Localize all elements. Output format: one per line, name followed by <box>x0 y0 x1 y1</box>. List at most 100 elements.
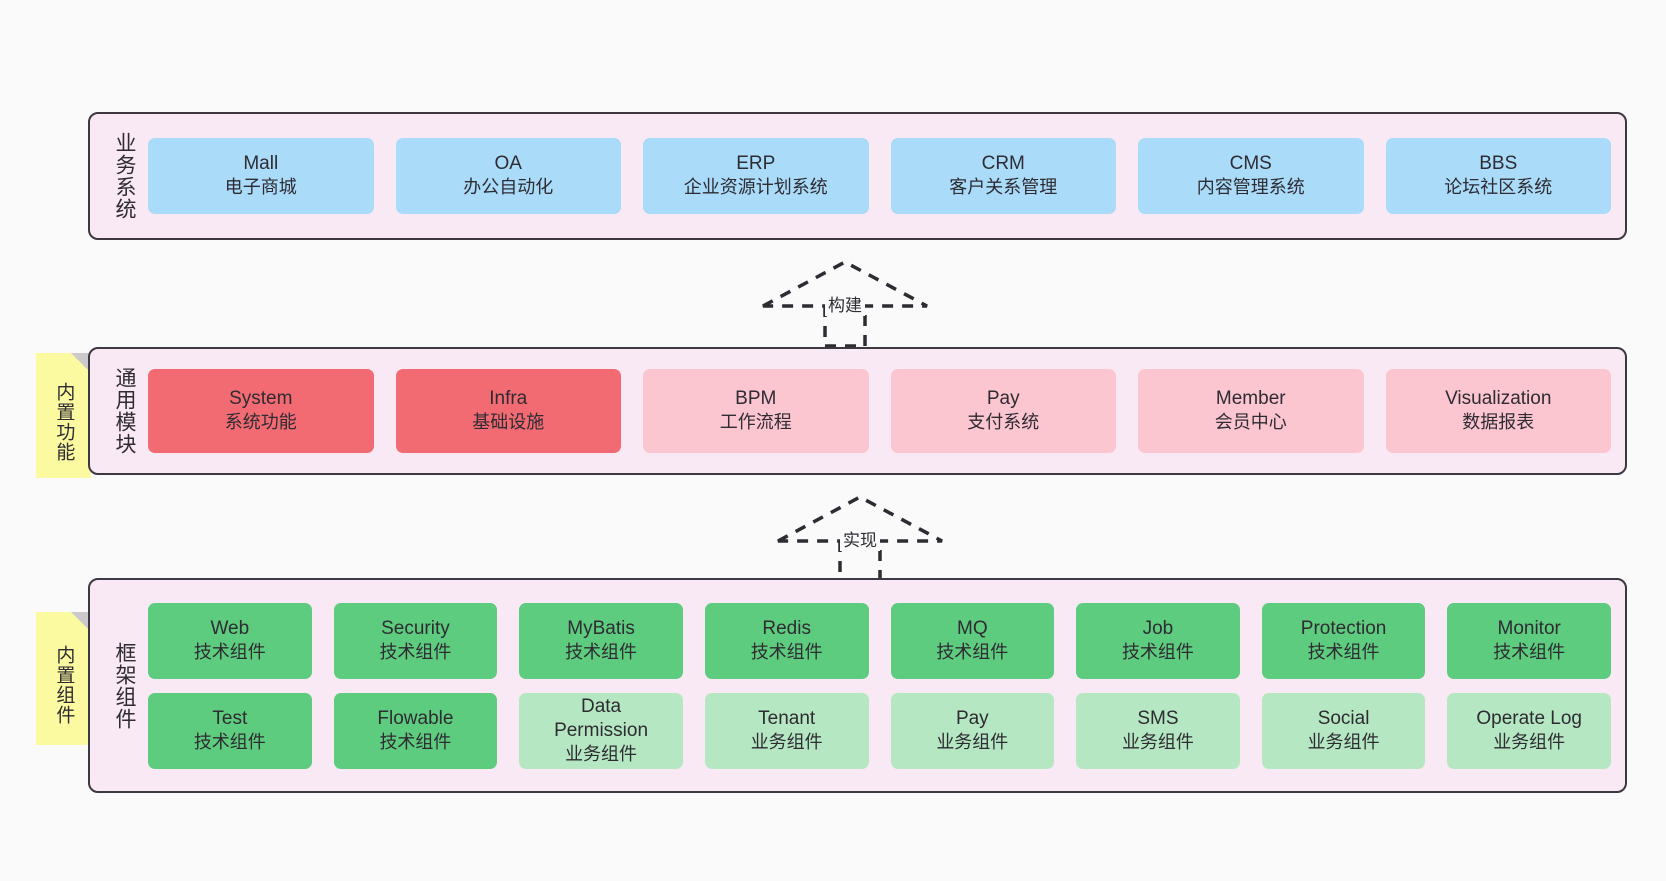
node-title-en: System <box>229 388 293 410</box>
sticky-note-label: 内置组件 <box>53 644 76 725</box>
node-title-en: ERP <box>736 153 776 175</box>
node-title-cn: 技术组件 <box>193 731 266 753</box>
node-title-en: Protection <box>1300 617 1387 639</box>
node-title-cn: 数据报表 <box>1462 412 1535 434</box>
connector-label-implement: 实现 <box>843 531 877 551</box>
node-title-en: CRM <box>981 153 1025 175</box>
node-data-permission[interactable]: Data Permission 业务组件 <box>519 692 683 769</box>
folded-corner-icon <box>71 353 91 373</box>
node-mq[interactable]: MQ 技术组件 <box>890 602 1055 679</box>
node-job[interactable]: Job 技术组件 <box>1076 602 1240 679</box>
node-title-en: Redis <box>762 617 811 639</box>
node-title-en: Flowable <box>377 707 454 729</box>
node-crm[interactable]: CRM 客户关系管理 <box>890 138 1116 214</box>
node-title-cn: 办公自动化 <box>463 177 554 199</box>
node-title-cn: 技术组件 <box>750 641 823 663</box>
node-title-cn: 会员中心 <box>1214 412 1287 434</box>
connector-label-build: 构建 <box>828 296 862 316</box>
layer-body-framework: Web 技术组件 Security 技术组件 MyBatis 技术组件 Redi… <box>142 580 1625 791</box>
connector-stem <box>838 541 882 583</box>
node-social[interactable]: Social 业务组件 <box>1261 692 1426 769</box>
node-title-cn: 业务组件 <box>1121 731 1194 753</box>
layer-body-modules: System 系统功能 Infra 基础设施 BPM 工作流程 Pay 支付系统… <box>142 349 1625 473</box>
node-oa[interactable]: OA 办公自动化 <box>395 138 621 214</box>
node-title-cn: 业务组件 <box>565 743 638 765</box>
node-sms[interactable]: SMS 业务组件 <box>1076 692 1240 769</box>
node-title-en: Web <box>210 617 250 639</box>
layer-common-modules[interactable]: 通用模块 System 系统功能 Infra 基础设施 BPM 工作流程 Pay… <box>88 347 1627 475</box>
node-title-cn: 技术组件 <box>379 731 452 753</box>
node-web[interactable]: Web 技术组件 <box>148 602 312 679</box>
connector-stem <box>823 306 867 348</box>
node-title-cn: 技术组件 <box>1307 641 1380 663</box>
sticky-note-label: 内置功能 <box>53 381 76 462</box>
node-title-en: BPM <box>735 388 777 410</box>
node-title-en: BBS <box>1479 153 1518 175</box>
node-flowable[interactable]: Flowable 技术组件 <box>333 692 498 769</box>
node-visualization[interactable]: Visualization 数据报表 <box>1385 369 1611 453</box>
node-title-en: Job <box>1142 617 1174 639</box>
sticky-note-builtin-component[interactable]: 内置组件 <box>36 612 91 745</box>
node-erp[interactable]: ERP 企业资源计划系统 <box>643 138 869 214</box>
layer-body-business: Mall 电子商城 OA 办公自动化 ERP 企业资源计划系统 CRM 客户关系… <box>142 114 1625 238</box>
node-title-cn: 企业资源计划系统 <box>683 177 828 199</box>
node-monitor[interactable]: Monitor 技术组件 <box>1447 602 1611 679</box>
layer-business-system[interactable]: 业务系统 Mall 电子商城 OA 办公自动化 ERP 企业资源计划系统 CRM… <box>88 112 1627 240</box>
node-title-en: Visualization <box>1445 388 1552 410</box>
node-bbs[interactable]: BBS 论坛社区系统 <box>1385 138 1611 214</box>
node-mybatis[interactable]: MyBatis 技术组件 <box>519 602 683 679</box>
node-title-en: SMS <box>1137 707 1179 729</box>
node-title-en: Social <box>1317 707 1370 729</box>
node-test[interactable]: Test 技术组件 <box>148 692 312 769</box>
node-title-en: Member <box>1215 388 1286 410</box>
node-title-cn: 工作流程 <box>719 412 792 434</box>
node-bpm[interactable]: BPM 工作流程 <box>643 369 869 453</box>
node-row: System 系统功能 Infra 基础设施 BPM 工作流程 Pay 支付系统… <box>148 369 1611 453</box>
node-cms[interactable]: CMS 内容管理系统 <box>1138 138 1364 214</box>
node-infra[interactable]: Infra 基础设施 <box>395 369 621 453</box>
node-title-cn: 电子商城 <box>224 177 297 199</box>
node-title-en: OA <box>494 153 522 175</box>
layer-title-modules: 通用模块 <box>113 367 137 455</box>
node-mall[interactable]: Mall 电子商城 <box>148 138 374 214</box>
node-title-cn: 基础设施 <box>472 412 545 434</box>
node-title-en: Infra <box>489 388 528 410</box>
connector-build: 构建 <box>755 258 935 348</box>
node-title-en: MQ <box>957 617 988 639</box>
node-title-cn: 技术组件 <box>565 641 638 663</box>
node-member[interactable]: Member 会员中心 <box>1138 369 1364 453</box>
layer-title-framework: 框架组件 <box>113 641 137 730</box>
node-title-cn: 业务组件 <box>750 731 823 753</box>
node-title-cn: 内容管理系统 <box>1196 177 1305 199</box>
node-title-cn: 业务组件 <box>1493 731 1566 753</box>
node-row: Web 技术组件 Security 技术组件 MyBatis 技术组件 Redi… <box>148 602 1611 679</box>
node-protection[interactable]: Protection 技术组件 <box>1261 602 1426 679</box>
node-title-cn: 业务组件 <box>1307 731 1380 753</box>
node-title-cn: 技术组件 <box>193 641 266 663</box>
node-title-cn: 技术组件 <box>936 641 1009 663</box>
node-title-en: Test <box>212 707 248 729</box>
node-title-cn: 技术组件 <box>379 641 452 663</box>
node-title-en: Security <box>381 617 450 639</box>
node-pay-module[interactable]: Pay 支付系统 <box>890 369 1116 453</box>
node-title-en: Operate Log <box>1476 707 1582 729</box>
layer-framework-components[interactable]: 框架组件 Web 技术组件 Security 技术组件 MyBatis 技术组件… <box>88 578 1627 793</box>
node-title-cn: 业务组件 <box>936 731 1009 753</box>
node-row: Test 技术组件 Flowable 技术组件 Data Permission … <box>148 692 1611 769</box>
node-title-en: Monitor <box>1497 617 1561 639</box>
node-tenant[interactable]: Tenant 业务组件 <box>704 692 869 769</box>
sticky-note-builtin-function[interactable]: 内置功能 <box>36 353 91 478</box>
node-system[interactable]: System 系统功能 <box>148 369 374 453</box>
node-title-en: Pay <box>955 707 989 729</box>
node-row: Mall 电子商城 OA 办公自动化 ERP 企业资源计划系统 CRM 客户关系… <box>148 138 1611 214</box>
node-title-cn: 技术组件 <box>1493 641 1566 663</box>
node-operate-log[interactable]: Operate Log 业务组件 <box>1447 692 1611 769</box>
node-pay-component[interactable]: Pay 业务组件 <box>890 692 1055 769</box>
node-title-cn: 客户关系管理 <box>949 177 1058 199</box>
node-security[interactable]: Security 技术组件 <box>333 602 498 679</box>
node-title-en: Data Permission <box>554 696 649 741</box>
node-redis[interactable]: Redis 技术组件 <box>704 602 869 679</box>
generalization-arrowhead-icon <box>777 495 943 543</box>
node-title-en: Mall <box>243 153 279 175</box>
